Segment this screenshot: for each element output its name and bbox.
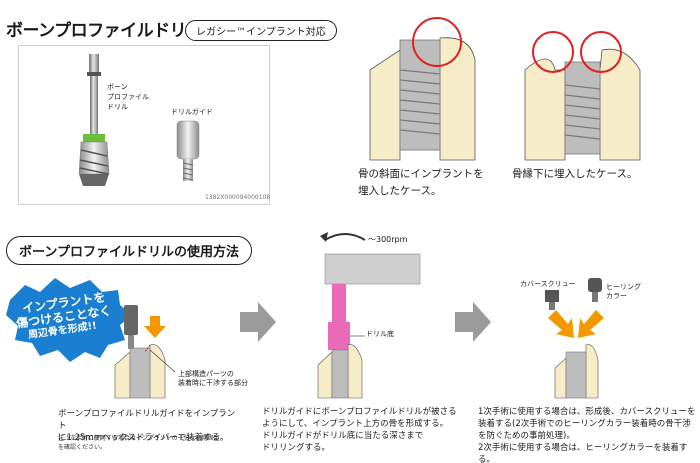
step3-description: 1次手術に使用する場合は、形成後、カバースクリューを 装着する(2次手術でのヒー… (478, 407, 696, 463)
case2-diagram (524, 31, 641, 161)
drill-label: ボーン プロファイル ドリル (107, 83, 149, 111)
implant-icon (129, 347, 151, 399)
step1-note: 注:1次手術に使用する場合はインプラントの十分な初期固定 を確認ください。 (58, 435, 220, 451)
next-step-arrow-icon (240, 302, 276, 342)
product-illustration (78, 54, 200, 186)
step2-diagram (317, 232, 421, 399)
cover-screw-label: カバースクリュー (520, 280, 576, 288)
drill-guide-icon (124, 305, 138, 335)
product-code: 1382X000094000108 (205, 194, 271, 201)
case1-diagram (369, 17, 476, 161)
badge-burst-icon (6, 278, 132, 362)
orange-arrow-right-icon (578, 310, 604, 338)
drill-pink-icon (332, 284, 346, 322)
orange-arrow-left-icon (548, 310, 574, 338)
step1-description: ボーンプロファイルドリルガイドをインプラント に1.25mmヘックスドライバーで… (58, 409, 236, 443)
usage-section-title: ボーンプロファイルドリルの使用方法 (6, 236, 252, 265)
drill-guide-label: ドリルガイド (171, 108, 213, 116)
handpiece-icon (324, 253, 421, 285)
healing-collar-label: ヒーリング カラー (606, 283, 641, 300)
implant-icon (565, 351, 587, 399)
legacy-implant-badge: レガシー™インプラント対応 (185, 20, 337, 41)
case1-caption: 骨の斜面にインプラントを 埋入したケース。 (358, 168, 484, 197)
cover-screw-icon (545, 290, 559, 302)
drill-stop-label: ドリル底 (366, 330, 394, 338)
healing-collar-icon (588, 278, 602, 292)
rotation-arrow-icon (324, 233, 366, 241)
rpm-label: 〜300rpm (368, 235, 408, 244)
page-title: ボーンプロファイルドリル (6, 21, 203, 41)
implant-icon (331, 349, 349, 399)
step3-diagram (545, 278, 604, 399)
drill-guide-icon (176, 120, 200, 181)
step2-description: ドリルガイドにボーンプロファイルドリルが被さる ようにして、インプラント上方の骨… (262, 407, 457, 453)
case2-caption: 骨縁下に埋入したケース。 (512, 168, 638, 180)
highlight-circle (412, 17, 462, 67)
interference-callout: 上部構造パーツの 装着時に干渉する部分 (178, 370, 248, 387)
product-photo: ボーン プロファイル ドリル ドリルガイド 1382X000094000108 (18, 45, 270, 205)
highlight-circle-left (532, 31, 574, 73)
highlight-circle-right (580, 31, 622, 73)
step1-diagram (114, 305, 176, 399)
next-step-arrow-icon (455, 302, 491, 342)
down-arrow-icon (144, 316, 166, 338)
drill-icon (78, 54, 110, 186)
